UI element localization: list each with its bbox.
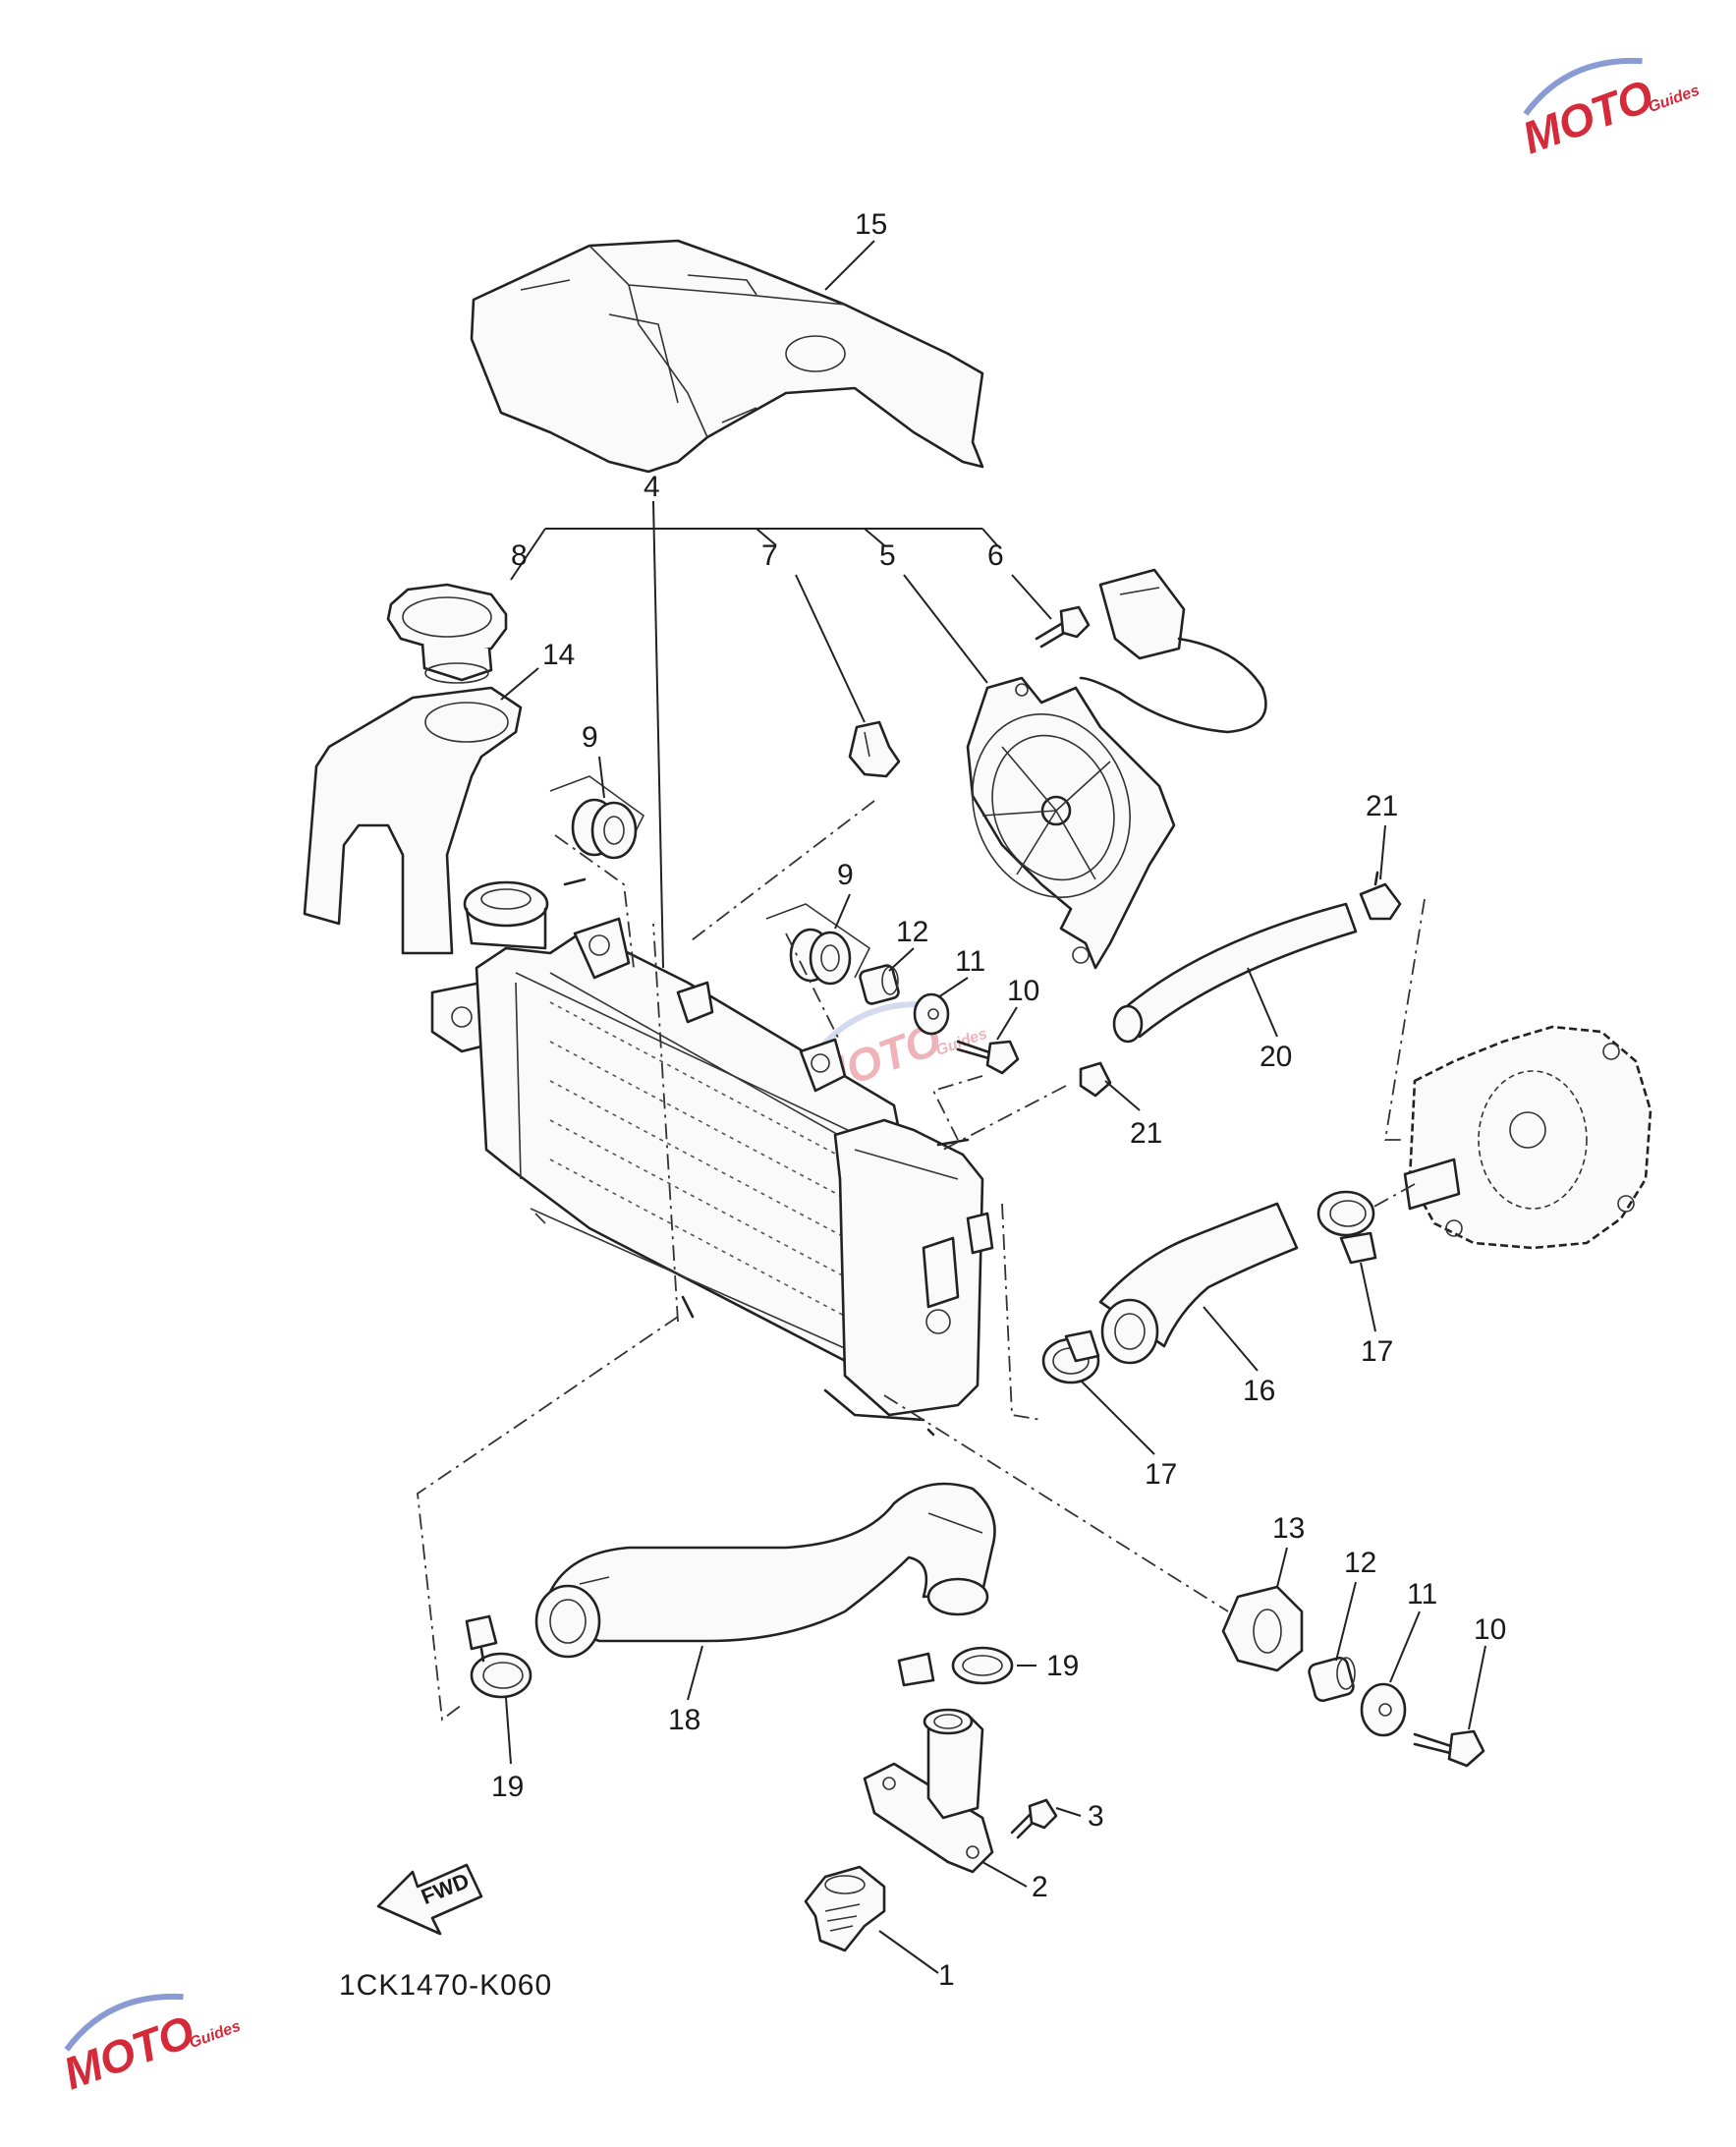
callout-3: 3 [1088, 1800, 1104, 1833]
callout-1: 1 [938, 1959, 955, 1992]
part-5-fan-assembly [966, 676, 1176, 970]
callout-19-left: 19 [491, 1771, 524, 1803]
part-21-clamp-upper [1359, 871, 1402, 921]
callout-13: 13 [1272, 1512, 1305, 1545]
part-2-thermostat-cover [863, 1708, 994, 1874]
callout-19-center: 19 [1046, 1650, 1079, 1682]
callout-12-lower: 12 [1344, 1547, 1376, 1579]
watermark-subtext: Guides [1646, 83, 1702, 117]
part-12-collar-upper [859, 964, 900, 1005]
callout-10-lower: 10 [1474, 1613, 1506, 1646]
fwd-arrow: FWD [376, 1863, 483, 1936]
part-19-clamp-center [897, 1646, 1014, 1687]
callout-14: 14 [542, 639, 575, 671]
diagram-code: 1CK1470-K060 [339, 1969, 552, 2002]
callout-17-right: 17 [1361, 1335, 1393, 1368]
callout-4: 4 [644, 471, 660, 503]
part-11-washer-lower [1360, 1682, 1407, 1737]
part-14-seal-cover [303, 686, 523, 955]
callout-labels: 15 4 8 7 5 6 14 9 9 12 11 10 21 21 20 17… [491, 208, 1506, 1992]
part-12-collar-lower [1308, 1656, 1356, 1703]
watermark-logo-top: MOTO Guides [1516, 57, 1702, 164]
part-20-hose [1112, 902, 1358, 1044]
part-3-bolt [1010, 1798, 1058, 1839]
part-11-washer-upper [913, 992, 950, 1036]
callout-5: 5 [879, 539, 896, 572]
water-pump-housing [1403, 1025, 1652, 1250]
callout-18: 18 [668, 1704, 700, 1736]
callout-16: 16 [1243, 1375, 1275, 1407]
part-17-clamp-left [1041, 1329, 1100, 1384]
part-18-hose [534, 1482, 996, 1659]
part-10-bolt-upper [956, 1040, 1020, 1075]
part-9-grommet-lower [765, 903, 871, 986]
part-21-clamp-lower [1079, 1061, 1112, 1098]
part-1-thermostat [804, 1865, 886, 1952]
part-10-bolt-lower [1413, 1729, 1485, 1768]
callout-21-upper: 21 [1366, 790, 1398, 822]
leader-lines [500, 240, 1486, 1974]
watermark-logo-bottom: MOTO Guides [57, 1993, 243, 2100]
part-13-grommet [1221, 1585, 1304, 1672]
part-6-bolt [1035, 605, 1091, 649]
part-7-clip [848, 720, 901, 778]
callout-11-upper: 11 [955, 945, 985, 978]
watermark-subtext: Guides [187, 2018, 243, 2053]
part-19-clamp-left [465, 1614, 532, 1699]
assembly-dashed-lines [417, 800, 1426, 1722]
callout-9-upper: 9 [582, 721, 598, 754]
watermark-text: MOTO [1516, 70, 1660, 164]
callout-9-lower: 9 [837, 859, 854, 891]
part-4-radiator [430, 877, 994, 1437]
callout-8: 8 [511, 539, 528, 572]
part-15-shroud-cover [470, 239, 984, 474]
callout-2: 2 [1032, 1871, 1048, 1903]
callout-10-upper: 10 [1007, 975, 1039, 1007]
callout-12-upper: 12 [896, 916, 928, 948]
part-16-hose [1098, 1202, 1299, 1365]
callout-20: 20 [1260, 1041, 1292, 1073]
part-9-grommet-upper [549, 775, 645, 860]
callout-15: 15 [855, 208, 887, 241]
callout-17-left: 17 [1145, 1458, 1177, 1491]
callout-11-lower: 11 [1407, 1578, 1437, 1610]
callout-21-lower: 21 [1130, 1117, 1162, 1150]
callout-6: 6 [987, 539, 1004, 572]
callout-7: 7 [761, 539, 778, 572]
part-8-radiator-cap [386, 583, 508, 684]
part-17-clamp-right [1316, 1190, 1377, 1265]
fan-connector [1079, 568, 1267, 734]
watermark-text: MOTO [57, 2006, 201, 2100]
